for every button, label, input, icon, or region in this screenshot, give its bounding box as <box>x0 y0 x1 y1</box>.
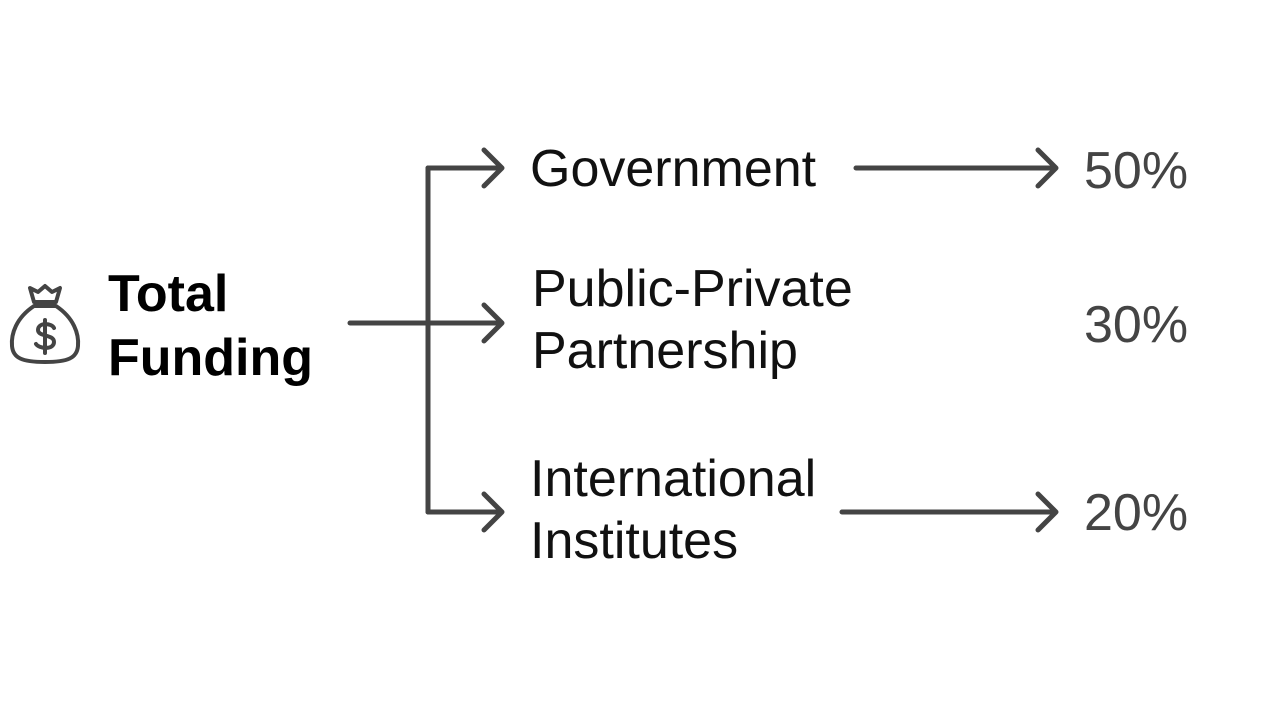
root-label-line2: Funding <box>108 329 314 387</box>
percent-public-private: 30% <box>1084 296 1189 354</box>
branch-label-international: International Institutes <box>530 448 816 572</box>
branch-label-line2: Institutes <box>530 512 739 570</box>
percent-arrowhead-international <box>1035 491 1059 533</box>
money-bag-icon <box>9 284 81 364</box>
arrowhead-international <box>481 491 505 533</box>
percent-arrowhead-government <box>1035 147 1059 189</box>
percent-government: 50% <box>1084 142 1189 200</box>
branch-label-line1: Government <box>530 140 817 198</box>
branch-label-line1: Public-Private <box>532 260 853 318</box>
branch-label-line1: International <box>530 450 817 508</box>
percent-international: 20% <box>1084 484 1189 542</box>
arrowhead-public-private <box>481 302 505 344</box>
root-label: Total Funding <box>108 262 348 390</box>
branch-label-public-private: Public-Private Partnership <box>532 258 853 382</box>
root-label-line1: Total <box>108 265 229 323</box>
arrowhead-government <box>481 147 505 189</box>
branch-label-government: Government <box>530 138 816 200</box>
branch-label-line2: Partnership <box>532 322 798 380</box>
